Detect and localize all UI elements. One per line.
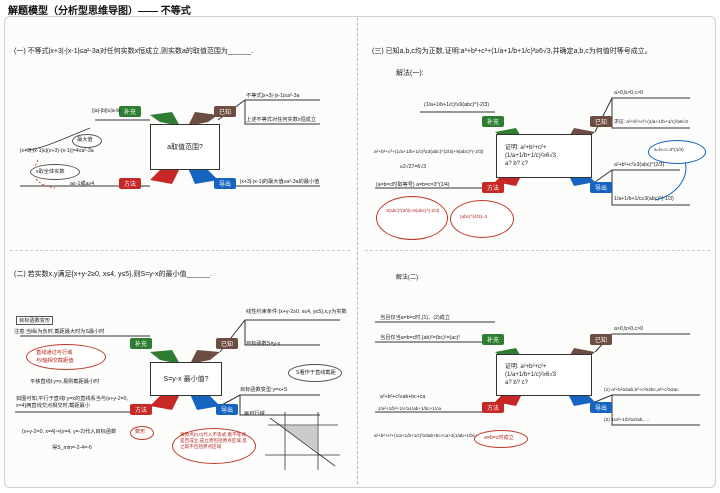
page-title: 解题模型（分析型思维导图）—— 不等式 (8, 6, 191, 17)
map-b-note-15: 数形 (135, 429, 146, 435)
map-c-note-3: 求证: a²+b²+c²+(1/a+1/b+1/c)²≥6√3 (614, 120, 688, 125)
solution-1-heading: 解法(一): (396, 70, 424, 77)
map-c-note-11: (abc)^(4/3)=3 (460, 214, 488, 219)
map-d-derive-label: 导出 (590, 402, 613, 413)
map-b-note-11: 目标函数变型:y=x+S (240, 387, 288, 393)
map-a-derive-label: 导出 (214, 178, 237, 189)
map-c-note-5: ≥2√27=6√3 (400, 164, 426, 170)
map-b-note-5: 平移直线l:y=x,易则截距最小时 (30, 379, 100, 385)
map-b-note-7: {x+y-2=0, x=4}⇒{x=4, y=-2}代入目标函数 (22, 429, 117, 435)
map-a-note-1: ||a|-|b||≤|a-b| (92, 108, 121, 114)
map-c-center-line-1: 证明: a²+b²+c²+ (505, 145, 547, 151)
map-d-note-6: a²+b²+c²+(1/a+1/b+1/c)²≥3ab+bc+ca+3(1/ab… (374, 433, 499, 438)
map-d-supplement-label: 补充 (482, 334, 505, 345)
map-c-known-label: 已知 (590, 116, 613, 127)
map-d-note-2: 当且仅当a=b=c时,(ab)²=(bc)²=(ac)² (380, 335, 461, 341)
map-c-derive-label: 导出 (590, 182, 613, 193)
map-a-method-label: 方法 (119, 178, 142, 189)
map-d-center-line-2: (1/a+1/b+1/c)²≥6√3 (505, 372, 556, 378)
map-a-note-3: 上述不等式对任何实数x恒成立 (246, 117, 317, 123)
map-a-branches (20, 99, 320, 189)
map-b-note-14: 将原点(0,0)代入不等式,看不等式是否成立,成立原包括原点区域,反之取不包括原… (180, 432, 247, 449)
map-d-note-7: a=b=c时成立 (484, 435, 514, 441)
map-c-note-4: a²+b²+c²+(1/a+1/b+1/c)²≥3(abc)^(2/3)+9(a… (374, 150, 484, 155)
map-a-note-6: a≤-1或a≥4 (70, 181, 95, 187)
map-c-method-label: 方法 (482, 182, 505, 193)
map-b-note-3: 直线通过可行域 (36, 350, 73, 356)
map-b-note-8: 得S_min=-2-4=-6 (52, 445, 92, 451)
map-d-note-9: (2) 1/a²+1/b²≥2/ab, ... (604, 418, 650, 423)
map-b-note-10: 目标函数S=y-x (246, 341, 281, 347)
map-a-note-8: |x+3|-|x-1|的最大值≤a²-3a的最小值 (240, 179, 320, 185)
map-a-supplement-label: 补充 (119, 106, 142, 117)
solution-2-heading: 解法(二): (396, 275, 420, 281)
map-b-center: S=y-x 最小值? (150, 362, 222, 396)
map-b-note-2: 注意:当l纵为负时,截距最大时为S最小时 (14, 329, 105, 335)
map-c-note-2: a>0,b>0,c>0 (614, 90, 643, 96)
problem-2-text: (二) 若实数x,y满足{x+y-2≥0, x≤4, y≤5},则S=y-x的最… (14, 271, 212, 278)
feasible-region-graph (265, 412, 340, 470)
map-b-supplement-label: 补充 (130, 338, 153, 349)
map-a-note-4: |x+3|-|x-1|≤|(x+3)-(x-1)|=4≤a²-3a (20, 148, 94, 154)
map-c-note-8: 1/a+1/b+1/c≥3(abc)^(-1/3) (614, 196, 674, 202)
map-a-center: a取值范围? (150, 124, 220, 170)
map-b-note-13: 画可行域 (244, 411, 265, 417)
map-d-known-label: 已知 (590, 334, 613, 345)
map-d-center-line-1: 证明: a²+b²+c²+ (505, 364, 547, 370)
map-b-note-4: 与l轴相交截距值 (36, 358, 74, 364)
map-b-method-label: 方法 (130, 404, 153, 415)
map-b-known-label: 已知 (216, 338, 239, 349)
map-b-branches (15, 319, 340, 416)
map-a-note-5: 最大值 (77, 137, 93, 143)
map-d-center-line-3: a? b? c? (505, 380, 529, 386)
map-c-supplement-label: 补充 (482, 116, 505, 127)
map-a-note-7: x取全体实数 (36, 169, 65, 175)
map-d-note-1: 当且仅当a=b=c时,(1)、(2)成立 (380, 315, 451, 321)
map-b-note-1: 目标函数变形 (16, 316, 54, 325)
map-b-note-6: 如图可知,平行于直线l:y=x的直线系当与{x+y-2=0, x=4}两直线交点… (16, 396, 128, 409)
map-c-note-6: a²+b²+c²≥3(abc)^(2/3) (614, 162, 665, 168)
horizontal-divider-left (10, 250, 350, 251)
map-a-note-2: 不等式|x+3|-|x-1|≤a²-3a (246, 93, 300, 99)
map-c-note-10: 3(abc)^(2/3)=9(abc)^(-2/3) (386, 208, 440, 213)
map-d-note-4: a²+b²+c²≥ab+bc+ca (380, 394, 426, 400)
map-c-center: 证明: a²+b²+c²+ (1/a+1/b+1/c)²≥6√3 a? b? c… (496, 134, 592, 178)
problem-1-text: (一) 不等式|x+3|-|x-1|≤a²-3a对任何实数x恒成立,则实数a的取… (14, 48, 254, 55)
map-d-note-3: a>0,b>0,c>0 (614, 326, 643, 332)
map-c-note-7: (a=b=c时取等号) a=b=c=3^(1/4) (376, 182, 450, 188)
map-b-note-9: 线性约束条件:{x+y-2≥0, x≤4, y≤5},x,y为实数 (246, 309, 347, 315)
map-c-note-9: a=b=c=3^(1/4) (654, 147, 684, 152)
map-d-note-8: (1) a²+b²≥2ab,b²+c²≥2bc,a²+c²≥2ac (604, 388, 679, 393)
vertical-divider (357, 18, 358, 484)
map-d-method-label: 方法 (482, 402, 505, 413)
map-a-known-label: 已知 (214, 106, 237, 117)
horizontal-divider-right (365, 250, 710, 251)
map-d-note-5: 1/a²+1/b²+1/c²≥1/ab+1/bc+1/ca (378, 406, 442, 411)
map-c-note-1: (1/a+1/b+1/c)²≥9(abc)^(-2/3) (424, 102, 489, 108)
map-b-derive-label: 导出 (216, 404, 239, 415)
map-d-center: 证明: a²+b²+c²+ (1/a+1/b+1/c)²≥6√3 a? b? c… (496, 354, 592, 396)
map-c-center-line-2: (1/a+1/b+1/c)²≥6√3 (505, 153, 556, 159)
map-c-center-line-3: a? b? c? (505, 161, 529, 167)
problem-3-text: (三) 已知a,b,c均为正数,证明:a²+b²+c²+(1/a+1/b+1/c… (372, 48, 652, 55)
map-b-note-12: S看作于直线截距 (296, 370, 336, 376)
